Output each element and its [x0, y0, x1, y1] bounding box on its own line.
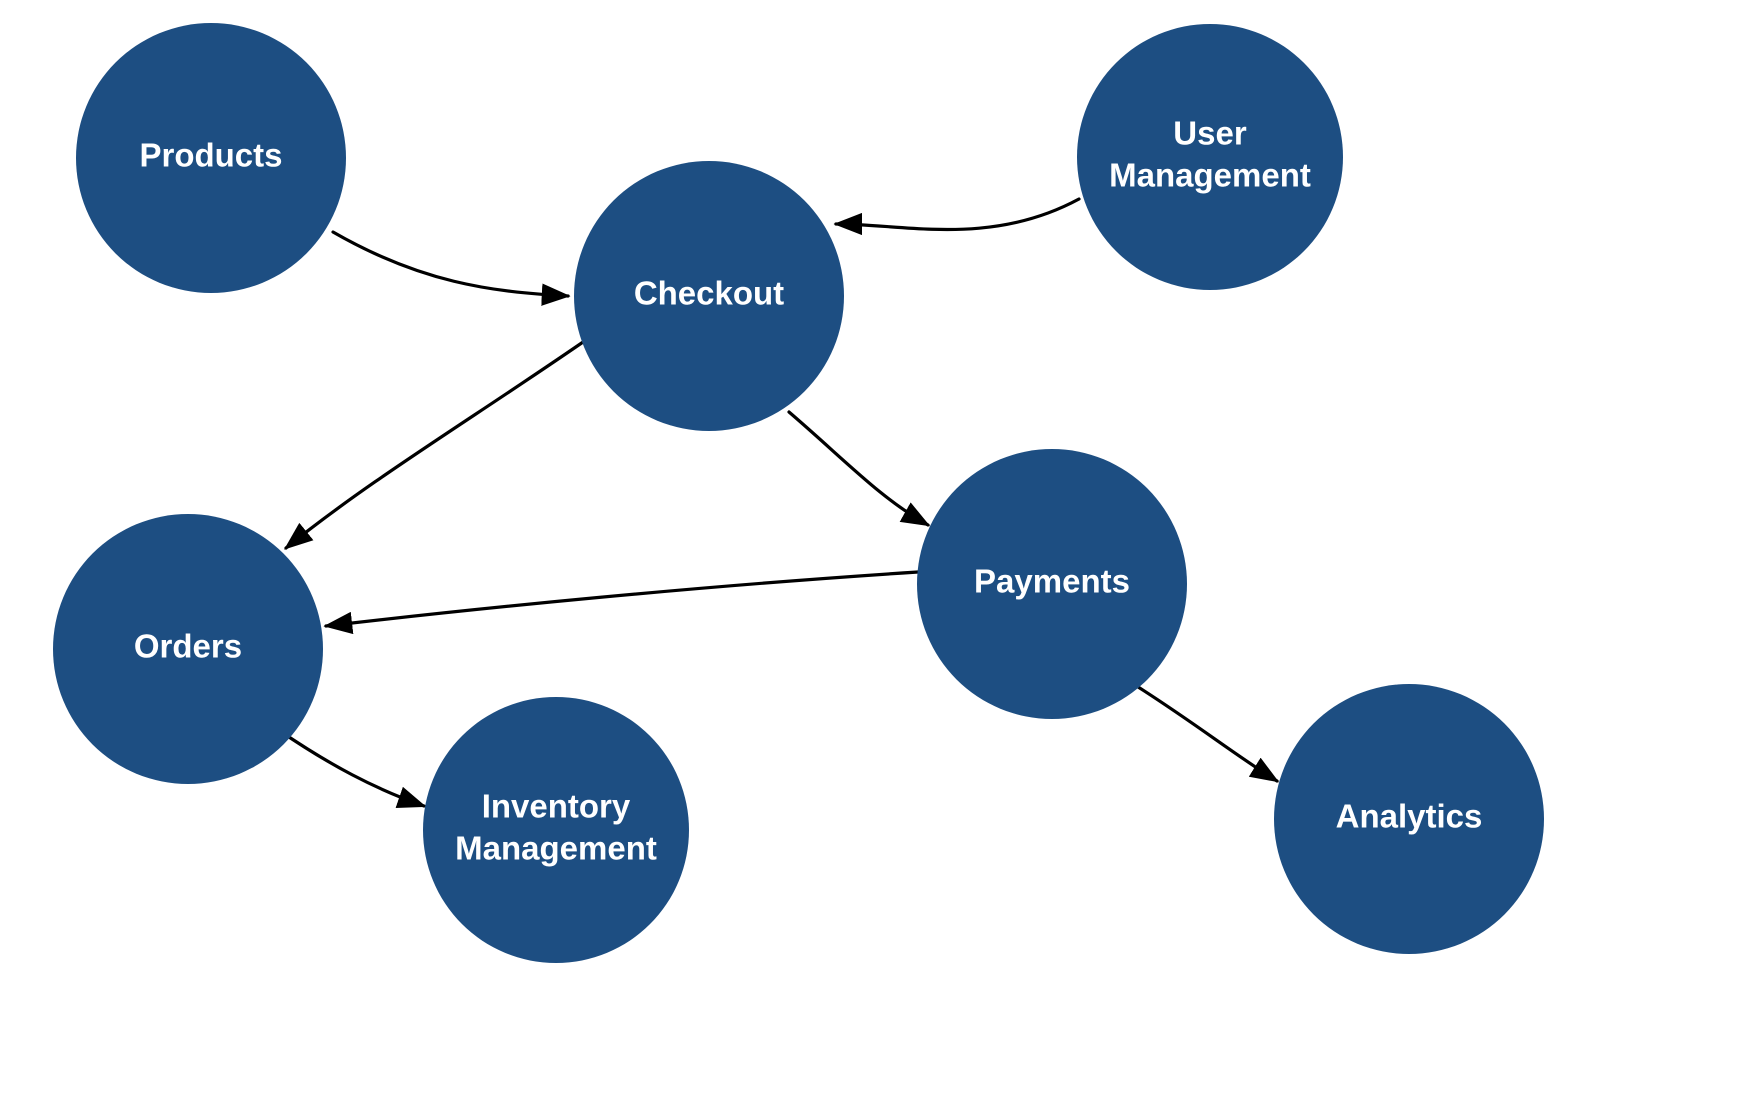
node-label-analytics: Analytics: [1336, 798, 1483, 835]
node-circle-inventory[interactable]: [423, 697, 689, 963]
node-products[interactable]: Products: [76, 23, 346, 293]
node-checkout[interactable]: Checkout: [574, 161, 844, 431]
edge-usermgmt-to-checkout: [833, 197, 1081, 236]
edge-payments-to-analytics: [1133, 683, 1280, 783]
node-label-inventory: Management: [455, 830, 657, 867]
edge-checkout-to-orders: [284, 338, 588, 550]
node-circle-payments[interactable]: [917, 449, 1187, 719]
edge-products-to-checkout: [331, 230, 571, 306]
node-label-user_mgmt: Management: [1109, 157, 1311, 194]
edges-layer: [278, 197, 1280, 808]
node-label-products: Products: [139, 137, 282, 174]
node-label-inventory: Inventory: [482, 788, 631, 825]
node-circle-analytics[interactable]: [1274, 684, 1544, 954]
node-payments[interactable]: Payments: [917, 449, 1187, 719]
node-label-payments: Payments: [974, 563, 1130, 600]
edge-checkout-to-payments: [787, 410, 931, 527]
edge-orders-to-inventory: [278, 729, 427, 808]
edge-payments-to-orders: [323, 570, 920, 635]
node-label-orders: Orders: [134, 628, 242, 665]
node-circle-user_mgmt[interactable]: [1077, 24, 1343, 290]
node-analytics[interactable]: Analytics: [1274, 684, 1544, 954]
nodes-layer: ProductsUserManagementCheckoutOrdersPaym…: [53, 23, 1544, 963]
node-orders[interactable]: Orders: [53, 514, 323, 784]
node-circle-products[interactable]: [76, 23, 346, 293]
node-label-user_mgmt: User: [1173, 115, 1247, 152]
node-label-checkout: Checkout: [634, 275, 784, 312]
node-circle-checkout[interactable]: [574, 161, 844, 431]
node-circle-orders[interactable]: [53, 514, 323, 784]
